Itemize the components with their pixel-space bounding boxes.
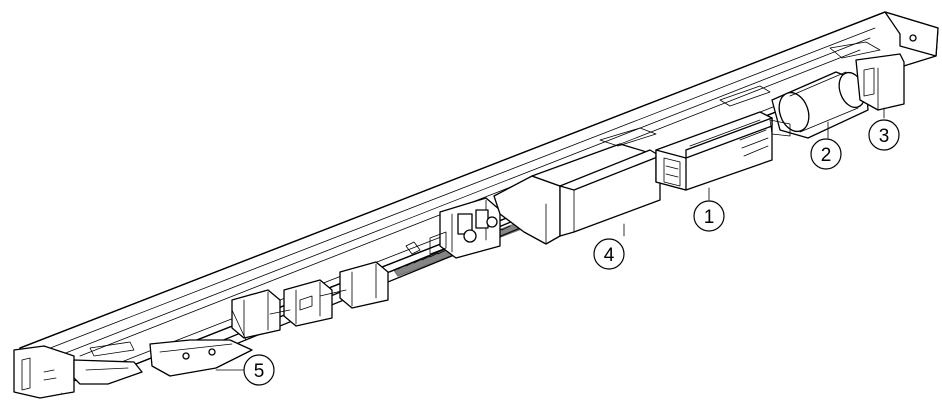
callout-leaders xyxy=(215,107,885,371)
carriage-units xyxy=(231,241,421,339)
callout-3: 3 xyxy=(868,119,900,151)
component-5-bracket xyxy=(149,309,253,377)
operator-profile xyxy=(13,11,939,399)
callout-2: 2 xyxy=(810,138,842,170)
callout-2-label: 2 xyxy=(821,145,832,166)
callout-4-label: 4 xyxy=(604,245,615,266)
callout-4: 4 xyxy=(593,238,625,270)
lock-mechanism xyxy=(429,197,501,259)
callout-5: 5 xyxy=(243,354,275,386)
component-1-control-unit xyxy=(655,85,773,191)
callout-5-label: 5 xyxy=(254,361,265,382)
callout-1-label: 1 xyxy=(704,207,715,228)
callout-1: 1 xyxy=(693,200,725,232)
component-3-power-unit xyxy=(829,41,905,111)
callout-3-label: 3 xyxy=(879,126,890,147)
component-4-box xyxy=(493,127,661,245)
